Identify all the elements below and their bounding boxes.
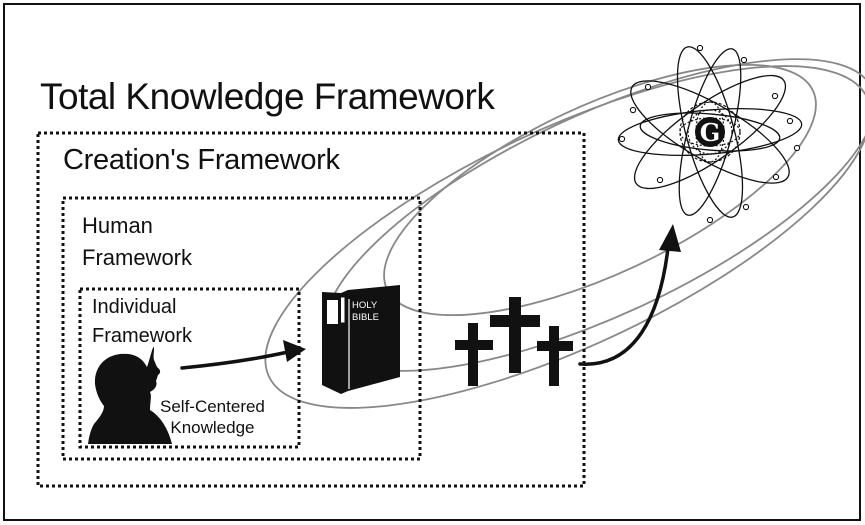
self-centered-knowledge-label: Self-Centered Knowledge bbox=[160, 396, 265, 438]
right-cross bbox=[549, 326, 559, 386]
total-knowledge-framework-title: Total Knowledge Framework bbox=[40, 76, 495, 117]
individual-line-1: Individual bbox=[92, 296, 177, 318]
individual-framework-box bbox=[78, 287, 301, 449]
orbit-ellipses bbox=[264, 58, 865, 409]
person-silhouette-icon bbox=[88, 346, 172, 444]
human-line-2: Framework bbox=[82, 245, 193, 270]
left-cross bbox=[468, 323, 478, 386]
outer-frame bbox=[3, 3, 861, 521]
human-line-1: Human bbox=[82, 213, 153, 238]
creation-framework-box bbox=[36, 131, 586, 488]
three-crosses-icon bbox=[455, 297, 573, 386]
self-line-2: Knowledge bbox=[170, 418, 255, 437]
arrow-to-bible bbox=[180, 340, 306, 370]
center-cross bbox=[509, 297, 521, 373]
human-framework-box bbox=[61, 196, 422, 461]
holy-bible-icon bbox=[322, 285, 400, 394]
bible-title: HOLY BIBLE bbox=[352, 300, 396, 324]
individual-framework-title: Individual Framework bbox=[92, 293, 192, 351]
human-framework-title: Human Framework bbox=[82, 210, 192, 274]
creation-framework-title: Creation's Framework bbox=[63, 144, 340, 176]
individual-line-2: Framework bbox=[92, 325, 193, 347]
self-line-1: Self-Centered bbox=[160, 397, 265, 416]
bible-line-2: BIBLE bbox=[352, 312, 379, 323]
atom-icon: G bbox=[617, 44, 803, 224]
bible-line-1: HOLY bbox=[352, 300, 378, 311]
arrow-to-atom bbox=[578, 224, 681, 366]
atom-letter: G bbox=[700, 118, 721, 147]
orbit-ellipse-1 bbox=[264, 65, 865, 409]
